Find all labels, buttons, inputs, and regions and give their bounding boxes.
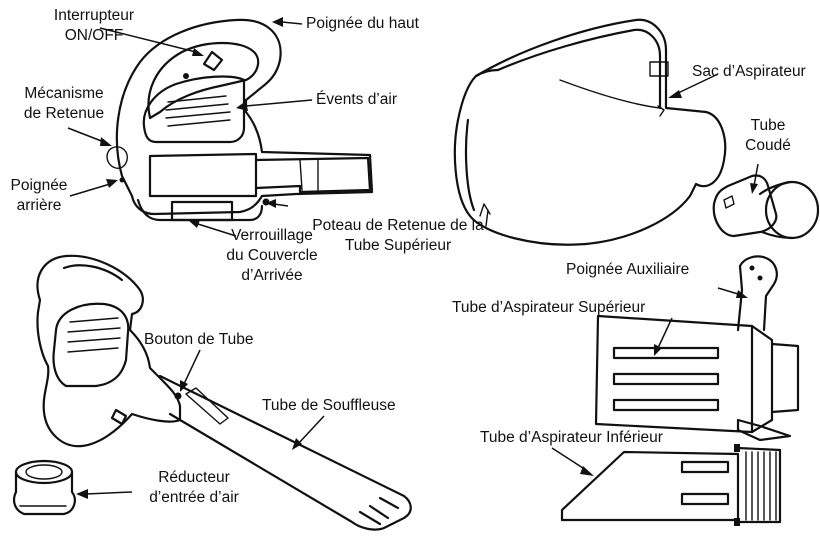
blower-illustration [106, 18, 374, 222]
label-tube-coude-line2: Coudé [745, 137, 791, 154]
label-poignee-arriere: Poignée arrière [0, 176, 78, 216]
label-tube-souffleuse: Tube de Souffleuse [262, 397, 396, 414]
label-tube-coude-line1: Tube [750, 117, 786, 134]
label-sac: Sac d’Aspirateur [692, 63, 806, 80]
vacuum-bag-illustration [453, 18, 727, 246]
elbow-tube-illustration [712, 174, 820, 240]
label-tube-aspirateur-superieur: Tube d’Aspirateur Supérieur [452, 299, 646, 316]
label-mecanisme-line1: Mécanisme [24, 85, 104, 102]
label-reducteur: Réducteur d’entrée d’air [134, 468, 254, 508]
label-reducteur-line2: d’entrée d’air [149, 489, 239, 506]
label-bouton-tube: Bouton de Tube [144, 331, 254, 348]
label-interrupteur-line2: ON/OFF [64, 27, 124, 44]
lower-vacuum-tube-illustration [560, 444, 782, 526]
label-verrouillage: Verrouillage du Couvercle d’Arrivée [222, 226, 322, 286]
label-interrupteur: Interrupteur ON/OFF [38, 6, 150, 46]
label-interrupteur-line1: Interrupteur [53, 7, 135, 24]
label-poteau-line2: Tube Supérieur [344, 237, 452, 254]
label-verrouillage-line3: d’Arrivée [241, 267, 303, 284]
label-tube-coude: Tube Coudé [732, 116, 804, 156]
label-poignee-auxiliaire: Poignée Auxiliaire [566, 261, 690, 278]
upper-vacuum-tube-illustration [594, 255, 800, 442]
label-mecanisme-line2: de Retenue [23, 105, 105, 122]
blower-assembly-illustration [36, 254, 412, 531]
label-verrouillage-line1: Verrouillage [231, 227, 313, 244]
label-poteau: Poteau de Retenue de la Tube Supérieur [284, 216, 512, 256]
label-tube-aspirateur-inferieur: Tube d’Aspirateur Inférieur [480, 429, 663, 446]
label-reducteur-line1: Réducteur [158, 469, 230, 486]
label-mecanisme: Mécanisme de Retenue [0, 84, 128, 124]
label-poignee-haut: Poignée du haut [306, 15, 419, 32]
label-events: Évents d’air [316, 91, 397, 108]
label-poignee-arriere-line1: Poignée [10, 177, 68, 194]
leader-lines [67, 17, 759, 499]
label-poteau-line1: Poteau de Retenue de la [312, 217, 484, 234]
label-verrouillage-line2: du Couvercle [226, 247, 318, 264]
label-poignee-arriere-line2: arrière [16, 197, 62, 214]
reducer-illustration [13, 459, 76, 516]
